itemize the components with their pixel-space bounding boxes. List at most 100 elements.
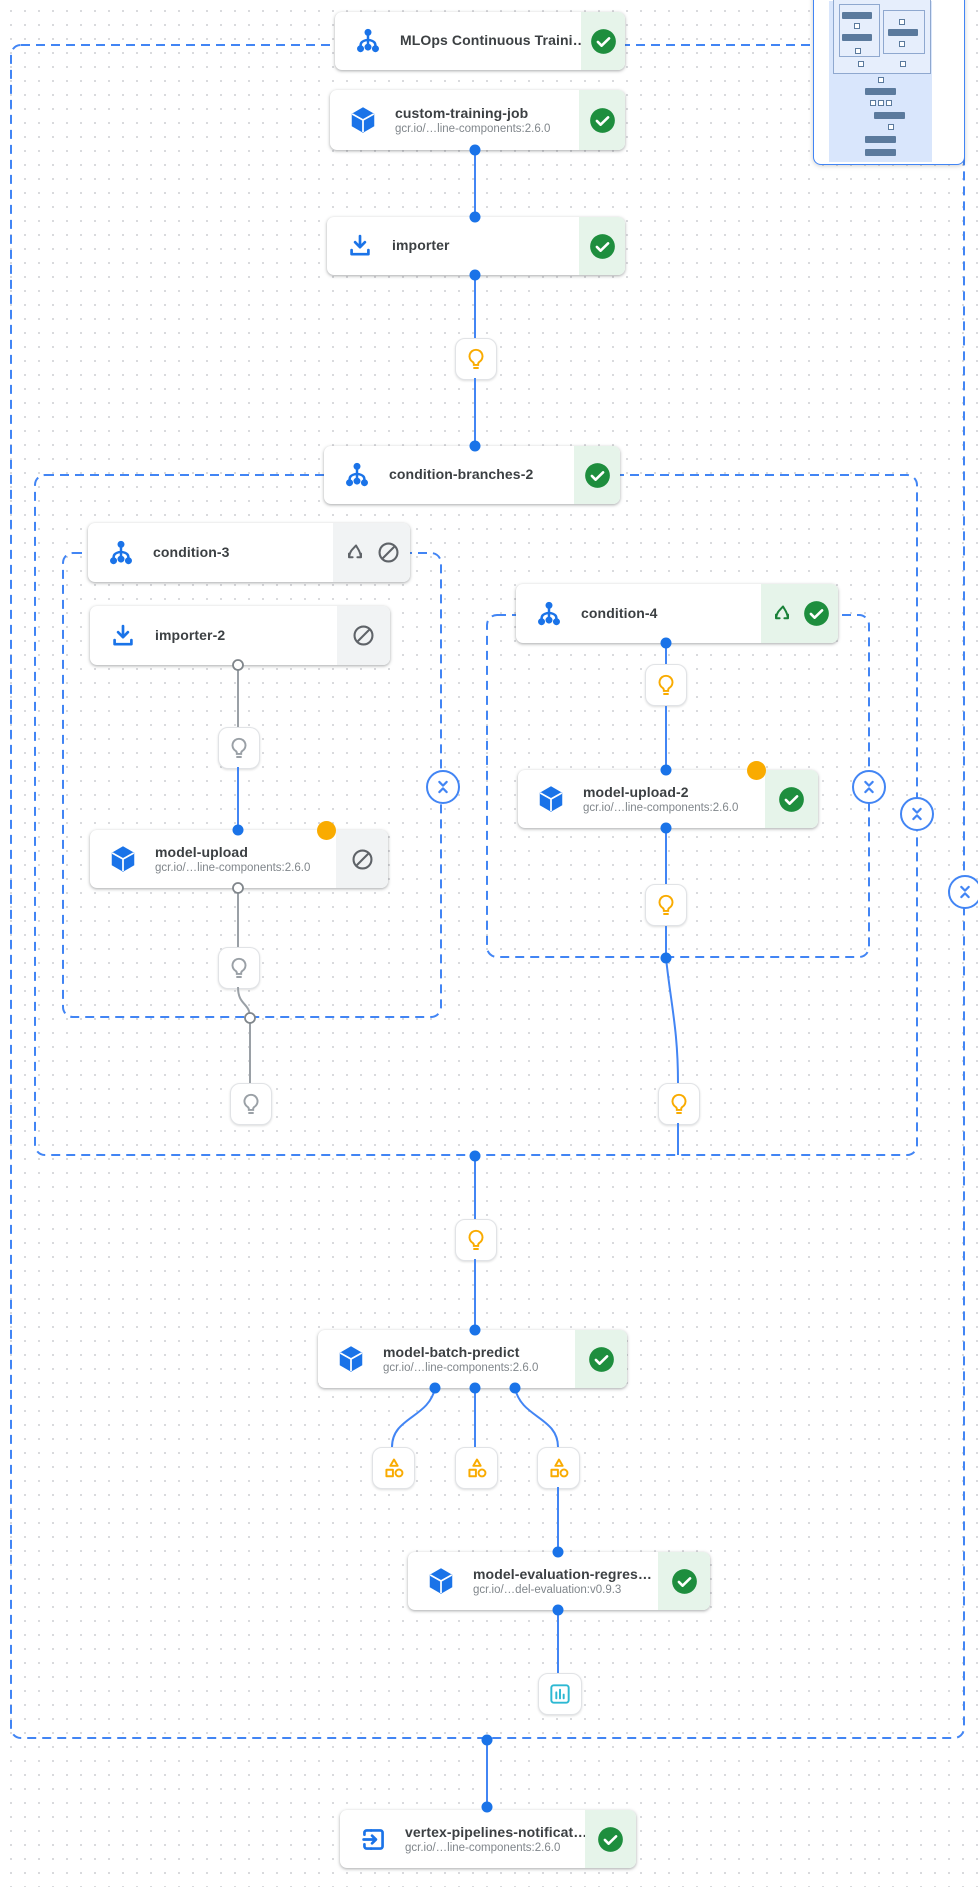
collapse-chevrons-icon	[438, 780, 448, 794]
status-section	[579, 90, 625, 150]
minimap-artifact-square	[888, 124, 894, 130]
success-check-icon	[803, 601, 829, 626]
node-model-batch-predict[interactable]: model-batch-predict gcr.io/…line-compone…	[318, 1330, 627, 1388]
node-label: model-batch-predict	[383, 1344, 520, 1360]
status-section	[336, 830, 388, 888]
node-label: model-upload	[155, 844, 248, 860]
status-section	[574, 446, 620, 504]
node-model-upload-2[interactable]: model-upload-2 gcr.io/…line-components:2…	[518, 761, 818, 828]
minimap-artifact-square	[858, 61, 864, 67]
node-vertex-pipelines-notification[interactable]: vertex-pipelines-notificat… gcr.io/…line…	[340, 1810, 636, 1868]
minimap-artifact-square	[878, 77, 884, 83]
minimap[interactable]	[813, 0, 965, 165]
subdag-split-icon	[774, 605, 789, 619]
collapse-pipeline-button[interactable]	[948, 875, 978, 909]
collapse-condition-4-button[interactable]	[852, 770, 886, 804]
node-image: gcr.io/…del-evaluation:v0.9.3	[473, 1584, 622, 1596]
skipped-block-icon	[353, 625, 374, 646]
success-check-icon	[588, 1346, 614, 1372]
skipped-block-icon	[351, 848, 373, 870]
status-section	[579, 217, 625, 275]
lightbulb-icon	[671, 1093, 687, 1114]
lightbulb-icon	[658, 674, 674, 695]
node-condition-branches-2[interactable]: condition-branches-2	[324, 446, 620, 504]
success-check-icon	[779, 786, 804, 812]
download-icon	[344, 230, 376, 262]
minimap-node-bar	[888, 29, 918, 36]
node-label: custom-training-job	[395, 105, 529, 121]
node-label: vertex-pipelines-notificat…	[405, 1824, 585, 1840]
node-label: model-evaluation-regres…	[473, 1566, 652, 1582]
lightbulb-icon	[231, 737, 247, 758]
artifact-lightbulb-skipped[interactable]	[218, 947, 260, 989]
lightbulb-icon	[468, 1229, 484, 1250]
artifact-metrics[interactable]	[537, 1447, 580, 1489]
artifact-metrics[interactable]	[455, 1447, 498, 1489]
condition-fork-icon	[533, 598, 565, 630]
node-image: gcr.io/…line-components:2.6.0	[395, 123, 551, 135]
node-image: gcr.io/…line-components:2.6.0	[583, 802, 739, 814]
lightbulb-icon	[658, 894, 674, 915]
minimap-artifact-square	[899, 19, 905, 25]
status-section	[658, 1552, 710, 1610]
status-section	[337, 606, 390, 665]
artifact-visualization[interactable]	[538, 1673, 582, 1715]
collapse-chevrons-icon	[960, 885, 970, 899]
node-importer[interactable]: importer	[327, 217, 625, 275]
node-condition-3[interactable]: condition-3	[88, 523, 410, 582]
node-importer-2[interactable]: importer-2	[90, 606, 390, 665]
artifact-lightbulb[interactable]	[455, 338, 497, 380]
collapse-condition-branches-2-button[interactable]	[900, 797, 934, 831]
lightbulb-icon	[468, 348, 484, 369]
node-image: gcr.io/…line-components:2.6.0	[155, 862, 311, 874]
node-label: MLOps Continuous Traini…	[400, 32, 581, 48]
node-mlops-pipeline[interactable]: MLOps Continuous Traini…	[335, 12, 625, 70]
metrics-shapes-icon	[384, 1458, 403, 1478]
minimap-artifact-square	[855, 48, 861, 54]
artifact-metrics[interactable]	[372, 1447, 415, 1489]
minimap-artifact-square	[878, 100, 884, 106]
minimap-artifact-square	[899, 41, 905, 47]
cube-icon	[425, 1565, 457, 1597]
warning-dot	[747, 761, 766, 780]
node-custom-training-job[interactable]: custom-training-job gcr.io/…line-compone…	[330, 90, 625, 150]
artifact-lightbulb[interactable]	[645, 884, 687, 926]
node-model-evaluation-regression[interactable]: model-evaluation-regres… gcr.io/…del-eva…	[408, 1552, 710, 1610]
cube-icon	[535, 783, 567, 815]
success-check-icon	[590, 28, 616, 54]
node-model-upload[interactable]: model-upload gcr.io/…line-components:2.6…	[90, 821, 388, 888]
lightbulb-icon	[243, 1093, 259, 1114]
artifact-lightbulb-skipped[interactable]	[230, 1083, 272, 1125]
collapse-condition-3-button[interactable]	[426, 770, 460, 804]
artifact-lightbulb[interactable]	[658, 1083, 700, 1125]
exit-to-app-icon	[357, 1823, 389, 1855]
success-check-icon	[589, 107, 615, 133]
minimap-artifact-square	[886, 100, 892, 106]
success-check-icon	[671, 1568, 697, 1594]
artifact-lightbulb[interactable]	[455, 1219, 497, 1261]
node-condition-4[interactable]: condition-4	[516, 584, 838, 643]
success-check-icon	[584, 462, 610, 488]
condition-fork-icon	[341, 459, 373, 491]
metrics-shapes-icon	[549, 1458, 568, 1478]
node-label: importer-2	[155, 626, 226, 643]
bar-chart-icon	[550, 1684, 570, 1704]
node-label: condition-4	[581, 604, 658, 621]
artifact-lightbulb[interactable]	[645, 664, 687, 706]
lightbulb-icon	[231, 957, 247, 978]
minimap-node-bar	[842, 12, 872, 19]
success-check-icon	[598, 1826, 623, 1852]
minimap-artifact-square	[854, 23, 860, 29]
minimap-artifact-square	[900, 61, 906, 67]
status-section	[765, 770, 818, 828]
metrics-shapes-icon	[467, 1458, 486, 1478]
node-label: condition-branches-2	[389, 466, 534, 482]
node-label: condition-3	[153, 543, 230, 560]
download-icon	[107, 620, 139, 652]
node-image: gcr.io/…line-components:2.6.0	[405, 1842, 561, 1854]
subdag-split-icon	[347, 544, 362, 558]
artifact-lightbulb-skipped[interactable]	[218, 727, 260, 769]
minimap-node-bar	[865, 149, 896, 156]
status-section	[575, 1330, 627, 1388]
